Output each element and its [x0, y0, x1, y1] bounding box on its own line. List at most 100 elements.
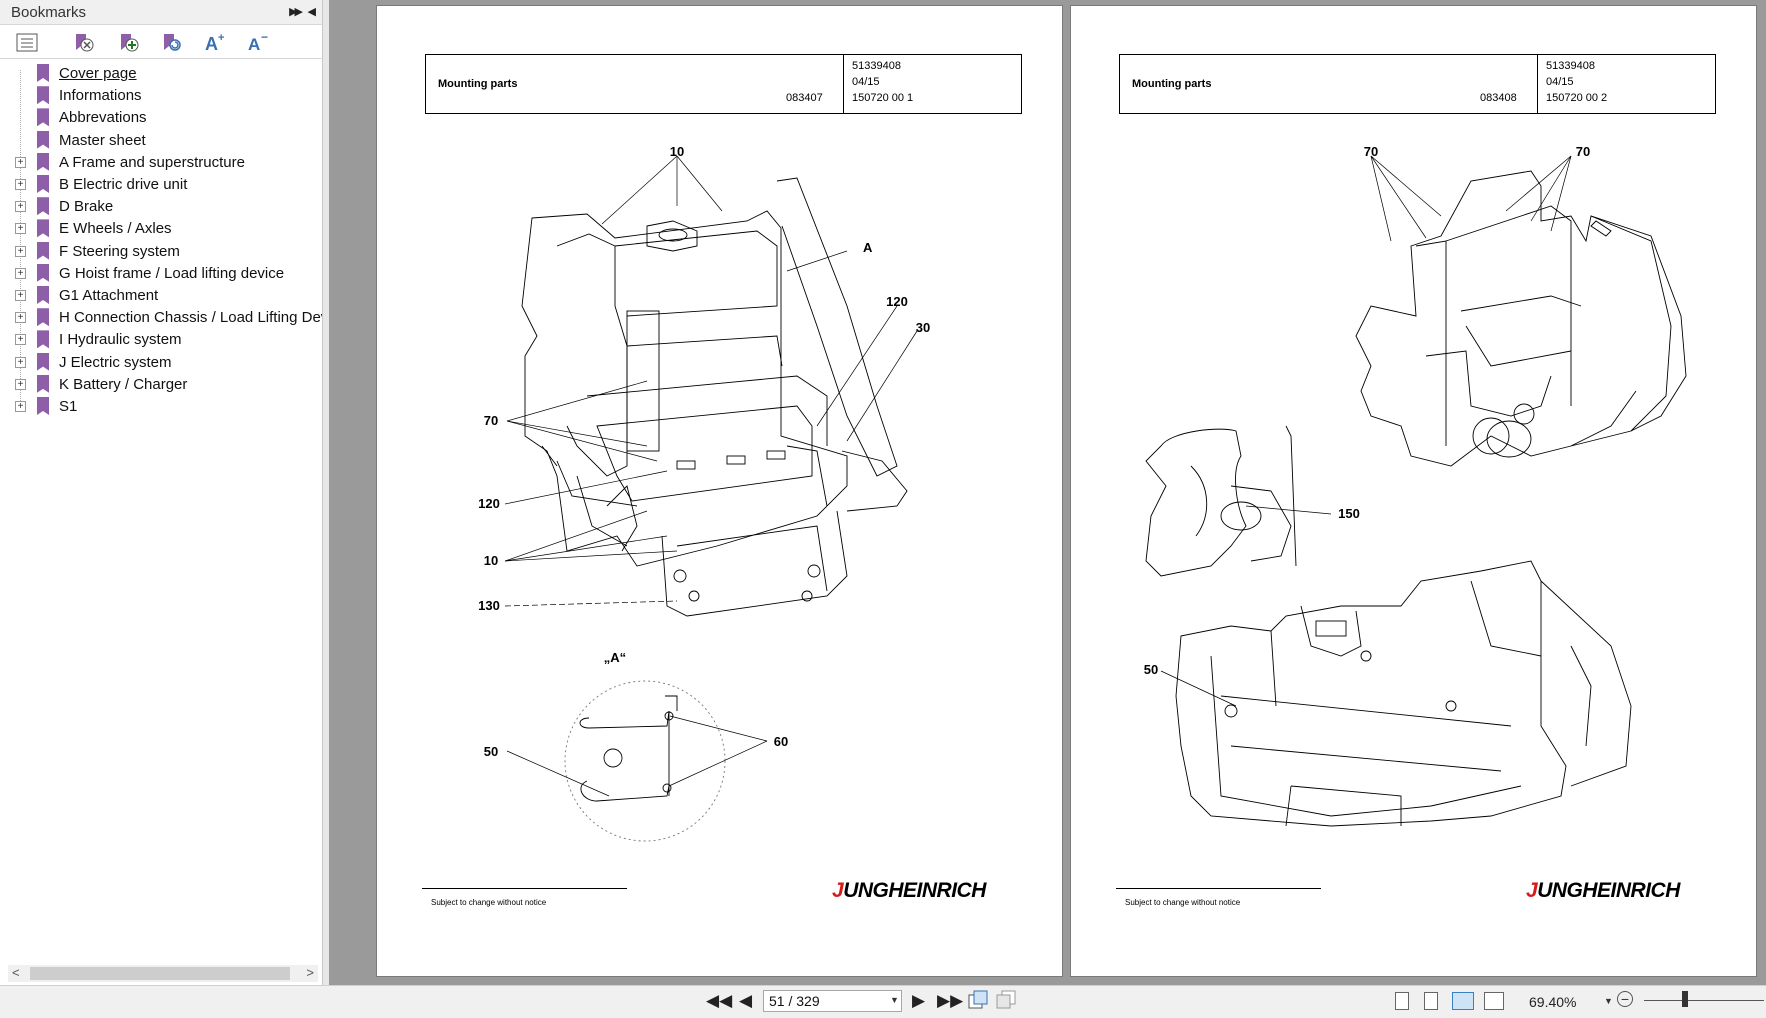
bookmark-label: F Steering system	[59, 242, 180, 260]
callout-label: 50	[1144, 662, 1158, 677]
bookmark-label: S1	[59, 398, 78, 415]
callout-label: 120	[478, 496, 500, 511]
zoom-slider-thumb[interactable]	[1682, 991, 1688, 1007]
status-bar: ◀◀ ◀ 51 / 329 ▼ ▶ ▶▶ 69.40% ▼ −	[0, 985, 1766, 1018]
add-bookmark-icon[interactable]	[117, 32, 139, 54]
brand-logo-initial: J	[832, 879, 844, 902]
facing-pages-view-icon[interactable]	[1452, 992, 1474, 1010]
last-page-icon[interactable]: ▶▶	[937, 991, 964, 1010]
bookmark-label: Cover page	[59, 65, 137, 82]
document-view[interactable]: Mounting parts 083407 51339408 04/15 150…	[329, 0, 1766, 985]
expand-icon[interactable]: +	[15, 401, 26, 412]
bookmark-item[interactable]: Abbrevations	[0, 106, 322, 128]
first-page-icon[interactable]: ◀◀	[706, 991, 733, 1010]
bookmark-item[interactable]: +D Brake	[0, 195, 322, 217]
options-icon[interactable]	[16, 32, 38, 54]
horizontal-scrollbar[interactable]: < >	[8, 965, 318, 982]
find-bookmark-icon[interactable]	[160, 32, 182, 54]
continuous-view-icon[interactable]	[1424, 992, 1438, 1010]
callout-label: 130	[478, 598, 500, 613]
expand-icon[interactable]: +	[15, 156, 26, 168]
page-number-input[interactable]: 51 / 329	[763, 990, 902, 1012]
callout-label: 30	[916, 320, 930, 335]
expand-icon[interactable]: +	[15, 334, 26, 346]
bookmark-item[interactable]: + K Battery / Charger	[0, 373, 322, 395]
expand-icon[interactable]: +	[15, 179, 26, 190]
bookmark-item[interactable]: + S1	[0, 395, 322, 417]
bookmarks-toolbar: A+ A−	[0, 26, 322, 59]
expand-panel-icon[interactable]: ▶▶	[289, 6, 303, 18]
callout-label: 120	[886, 294, 908, 309]
document-page-right: Mounting parts 083408 51339408 04/15 150…	[1070, 5, 1757, 977]
bookmark-item[interactable]: Master sheet	[0, 129, 322, 151]
previous-view-icon[interactable]	[968, 990, 988, 1015]
bookmark-label: Informations	[59, 87, 142, 105]
zoom-slider[interactable]	[1644, 1000, 1764, 1001]
expand-icon[interactable]: +	[15, 356, 26, 368]
callout-label: A	[863, 240, 873, 255]
page-title: Mounting parts	[1132, 78, 1212, 90]
bookmark-icon	[37, 263, 49, 282]
zoom-out-icon[interactable]: −	[1617, 991, 1633, 1007]
bookmark-icon	[37, 397, 49, 415]
bookmark-item[interactable]: Informations	[0, 84, 322, 106]
zoom-level[interactable]: 69.40%	[1529, 994, 1577, 1010]
document-page-left: Mounting parts 083407 51339408 04/15 150…	[376, 5, 1063, 977]
panel-splitter[interactable]	[323, 0, 329, 985]
document-number: 51339408	[852, 60, 901, 72]
expand-icon[interactable]: +	[15, 312, 26, 324]
scroll-left-icon[interactable]: <	[12, 965, 20, 980]
expand-icon[interactable]: +	[15, 290, 26, 301]
previous-page-icon[interactable]: ◀	[739, 991, 753, 1010]
brand-logo: JUNGHEINRICH	[1526, 879, 1680, 903]
scrollbar-thumb[interactable]	[30, 967, 290, 980]
expand-icon[interactable]: +	[15, 378, 26, 390]
bookmark-icon	[37, 308, 49, 327]
expand-icon[interactable]: +	[15, 201, 26, 213]
brand-logo: JUNGHEINRICH	[832, 879, 986, 903]
bookmark-item[interactable]: +E Wheels / Axles	[0, 217, 322, 239]
zoom-dropdown-icon[interactable]: ▼	[1604, 996, 1613, 1006]
bookmark-icon	[37, 175, 49, 193]
font-larger-icon[interactable]: A+	[203, 32, 225, 54]
document-number: 51339408	[1546, 60, 1595, 72]
bookmark-icon	[37, 241, 49, 260]
bookmark-item[interactable]: Cover page	[0, 62, 322, 84]
expand-icon[interactable]: +	[15, 223, 26, 235]
callout-label: 60	[774, 734, 788, 749]
callout-label: 70	[1364, 144, 1378, 159]
bookmark-icon	[37, 64, 49, 82]
bookmark-item[interactable]: +G1 Attachment	[0, 284, 322, 306]
brand-logo-text: UNGHEINRICH	[843, 879, 986, 902]
bookmark-item[interactable]: + F Steering system	[0, 240, 322, 262]
expand-icon[interactable]: +	[15, 245, 26, 257]
bookmark-icon	[37, 197, 49, 216]
bookmark-item[interactable]: +B Electric drive unit	[0, 173, 322, 195]
expand-icon[interactable]: +	[15, 267, 26, 279]
continuous-facing-view-icon[interactable]	[1484, 992, 1504, 1010]
bookmark-label: G Hoist frame / Load lifting device	[59, 264, 285, 282]
font-smaller-icon[interactable]: A−	[246, 32, 268, 54]
bookmark-icon	[37, 108, 49, 127]
scroll-right-icon[interactable]: >	[306, 965, 314, 980]
svg-text:A: A	[205, 34, 218, 54]
svg-text:−: −	[261, 32, 268, 44]
bookmark-label: Master sheet	[59, 131, 146, 149]
page-title: Mounting parts	[438, 78, 518, 90]
single-page-view-icon[interactable]	[1395, 992, 1409, 1010]
mounting-parts-drawing: 70 70 150 50	[1144, 144, 1687, 827]
bookmark-item[interactable]: +I Hydraulic system	[0, 328, 322, 350]
bookmark-item[interactable]: +H Connection Chassis / Load Lifting Dev…	[0, 306, 322, 328]
bookmark-item[interactable]: +A Frame and superstructure	[0, 151, 322, 173]
callout-label: 150	[1338, 506, 1360, 521]
page-dropdown-icon[interactable]: ▼	[890, 995, 899, 1005]
bookmark-item[interactable]: + J Electric system	[0, 351, 322, 373]
next-view-icon[interactable]	[996, 990, 1016, 1015]
next-page-icon[interactable]: ▶	[912, 991, 926, 1010]
brand-logo-initial: J	[1526, 879, 1538, 902]
bookmark-item[interactable]: + G Hoist frame / Load lifting device	[0, 262, 322, 284]
delete-bookmark-icon[interactable]	[72, 32, 94, 54]
bookmark-label: K Battery / Charger	[59, 375, 188, 393]
close-panel-icon[interactable]: ◀	[307, 6, 316, 18]
bookmark-label: J Electric system	[59, 353, 172, 371]
